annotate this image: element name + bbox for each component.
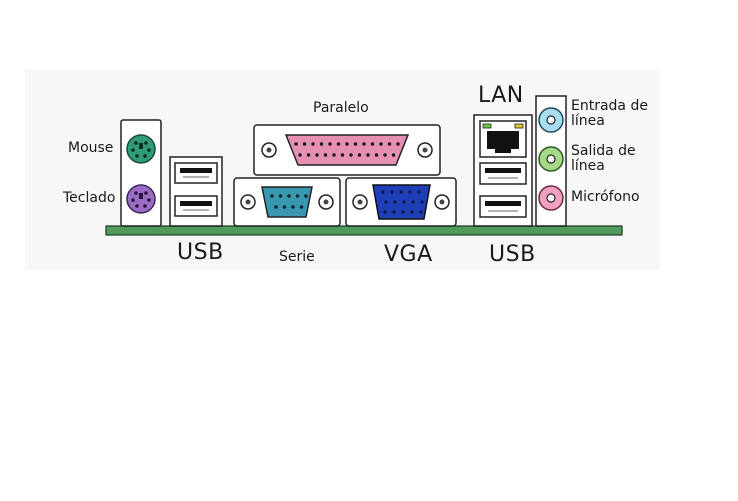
parallel-port: [253, 124, 441, 176]
board-strip: [105, 225, 623, 236]
usb-port: [174, 195, 218, 217]
mouse-label: Mouse: [68, 140, 114, 156]
audio-jacks: [535, 95, 567, 227]
microphone-jack: [538, 185, 564, 211]
line-in-jack: [538, 107, 564, 133]
line-out-jack: [538, 146, 564, 172]
lan-led-right: [514, 123, 524, 129]
usb-port: [174, 162, 218, 184]
lan-port: [479, 120, 527, 158]
serial-label: Serie: [279, 249, 315, 265]
parallel-label: Paralelo: [313, 100, 369, 116]
usb-right-label: USB: [489, 242, 536, 267]
lan-label: LAN: [478, 83, 524, 108]
mouse-port: [126, 134, 156, 164]
line-in-label: Entrada de línea: [571, 98, 648, 129]
vga-port: [345, 177, 457, 227]
serial-port: [233, 177, 341, 227]
ps2-ports: [120, 119, 162, 227]
usb-left-label: USB: [177, 240, 224, 265]
line-out-label: Salida de línea: [571, 143, 636, 174]
lan-usb-stack: [473, 114, 533, 227]
usb-port: [479, 195, 527, 218]
usb-port: [479, 162, 527, 185]
lan-led-left: [482, 123, 492, 129]
microphone-label: Micrófono: [571, 189, 640, 205]
keyboard-label: Teclado: [63, 190, 116, 206]
keyboard-port: [126, 184, 156, 214]
usb-ports-left: [169, 156, 223, 227]
vga-label: VGA: [384, 242, 433, 267]
